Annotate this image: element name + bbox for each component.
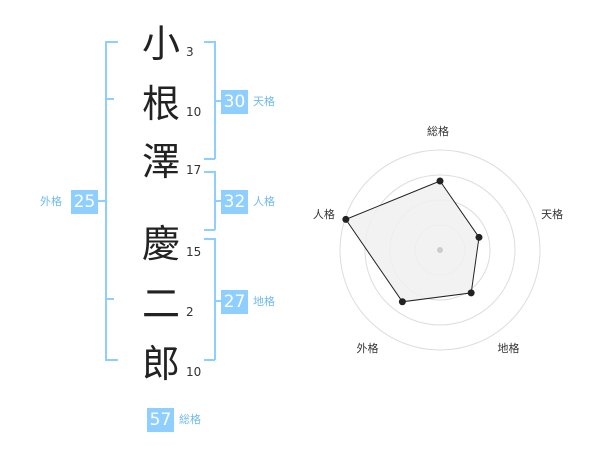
jinkaku-label: 人格 <box>253 195 275 208</box>
radar-point <box>436 177 444 185</box>
radar-center-dot <box>437 247 443 253</box>
name-character: 慶 <box>141 222 180 266</box>
name-character: 郎 <box>141 342 180 386</box>
name-character: 根 <box>141 82 180 126</box>
soukaku-label: 総格 <box>179 413 201 426</box>
radar-point <box>398 298 406 306</box>
chikaku-label: 地格 <box>253 295 275 308</box>
radar-axis-label: 人格 <box>312 207 335 221</box>
tenkaku-label: 天格 <box>253 95 275 108</box>
stroke-count: 17 <box>186 163 202 177</box>
radar-grid-ring <box>339 149 541 351</box>
radar-axis-label: 天格 <box>541 207 564 221</box>
radar-series-polygon <box>345 180 480 303</box>
jinkaku-value-badge: 32 <box>221 190 248 214</box>
soukaku-value-badge: 57 <box>147 408 174 432</box>
stroke-count: 15 <box>186 245 202 259</box>
stroke-count: 10 <box>186 105 202 119</box>
stroke-count: 3 <box>186 45 194 59</box>
radar-point <box>467 289 475 297</box>
name-character: 二 <box>141 282 180 326</box>
radar-point <box>475 233 483 241</box>
stroke-count: 2 <box>186 305 194 319</box>
radar-axis-label: 総格 <box>427 125 449 138</box>
name-character: 小 <box>141 22 180 66</box>
tenkaku-value-badge: 30 <box>221 90 248 114</box>
name-character: 澤 <box>141 140 180 184</box>
radar-point <box>342 215 350 223</box>
stroke-count: 10 <box>186 365 202 379</box>
radar-grid-ring <box>364 174 516 326</box>
radar-axis-label: 外格 <box>356 342 379 356</box>
chikaku-value-badge: 27 <box>221 290 248 314</box>
radar-axis-label: 地格 <box>497 342 520 356</box>
gaikaku-label: 外格 <box>40 195 62 208</box>
gaikaku-value-badge: 25 <box>71 190 98 214</box>
